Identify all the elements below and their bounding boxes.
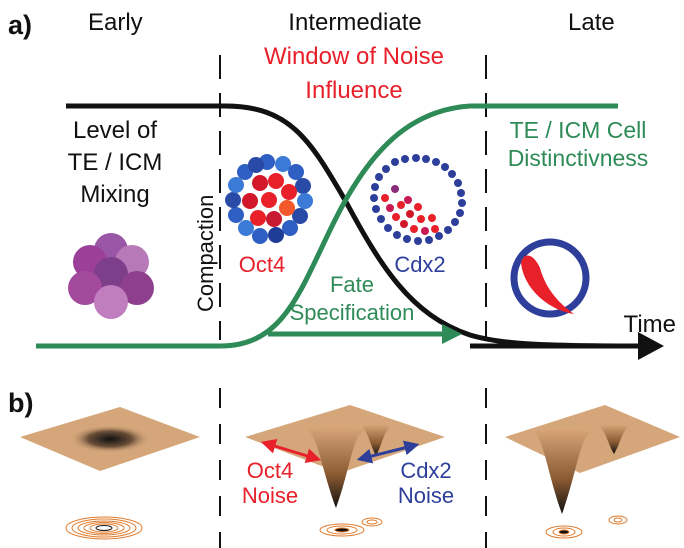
- late-embryo: [510, 238, 590, 318]
- fate-label-2: Specification: [290, 300, 415, 325]
- phase-intermediate: Intermediate: [288, 9, 421, 36]
- contour-early: [65, 516, 143, 540]
- oct4-label: Oct4: [239, 252, 285, 277]
- landscape-early: [20, 407, 200, 471]
- fate-label-1: Fate: [330, 272, 374, 297]
- distinctiveness-curve: [36, 103, 618, 349]
- window-title-1: Window of Noise: [264, 43, 444, 70]
- compaction-label: Compaction: [193, 195, 218, 312]
- mixing-label-3: Mixing: [80, 181, 149, 208]
- phase-early: Early: [88, 9, 143, 36]
- landscape-intermediate: [245, 405, 445, 508]
- distinct-label-2: Distinctivness: [508, 145, 649, 171]
- mixing-label-2: TE / ICM: [68, 149, 163, 176]
- cdx2-noise-arrow: [356, 440, 420, 464]
- fate-arrowhead: [442, 324, 462, 344]
- landscape-late: [505, 405, 680, 514]
- mixing-label-1: Level of: [73, 117, 157, 144]
- morula-embryo: [225, 154, 313, 244]
- oct4-noise-label-2: Noise: [242, 483, 298, 508]
- oct4-noise-arrow: [260, 439, 322, 463]
- time-label: Time: [624, 311, 676, 338]
- cdx2-label: Cdx2: [394, 252, 445, 277]
- early-embryo: [68, 233, 154, 319]
- contour-intermediate: [319, 517, 383, 537]
- cdx2-noise-label-1: Cdx2: [400, 458, 451, 483]
- panel-a-label: a): [8, 10, 32, 40]
- time-arrowhead: [638, 332, 664, 360]
- panel-b-label: b): [8, 388, 33, 418]
- contour-late: [545, 515, 628, 539]
- phase-late: Late: [568, 9, 615, 36]
- distinct-label-1: TE / ICM Cell: [510, 117, 647, 143]
- cdx2-noise-label-2: Noise: [398, 483, 454, 508]
- blastocyst-embryo: [370, 154, 466, 245]
- window-title-2: Influence: [305, 77, 402, 104]
- oct4-noise-label-1: Oct4: [247, 458, 293, 483]
